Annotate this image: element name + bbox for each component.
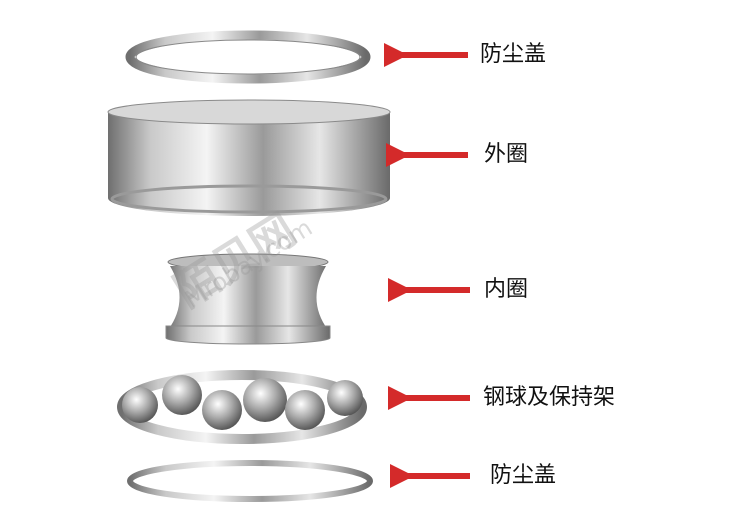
bottom-dust-cap	[127, 460, 373, 502]
top-dust-cap	[125, 30, 371, 84]
label-outer-ring: 外圈	[484, 142, 529, 167]
label-inner-ring: 内圈	[484, 277, 529, 302]
outer-ring	[107, 99, 391, 216]
label-top-dust-cap: 防尘盖	[480, 42, 547, 67]
pointer-arrows	[384, 43, 470, 488]
balls-and-cage	[117, 370, 367, 444]
label-bottom-dust-cap: 防尘盖	[490, 463, 557, 488]
label-balls-and-cage: 钢球及保持架	[483, 385, 616, 410]
inner-ring	[165, 253, 331, 345]
